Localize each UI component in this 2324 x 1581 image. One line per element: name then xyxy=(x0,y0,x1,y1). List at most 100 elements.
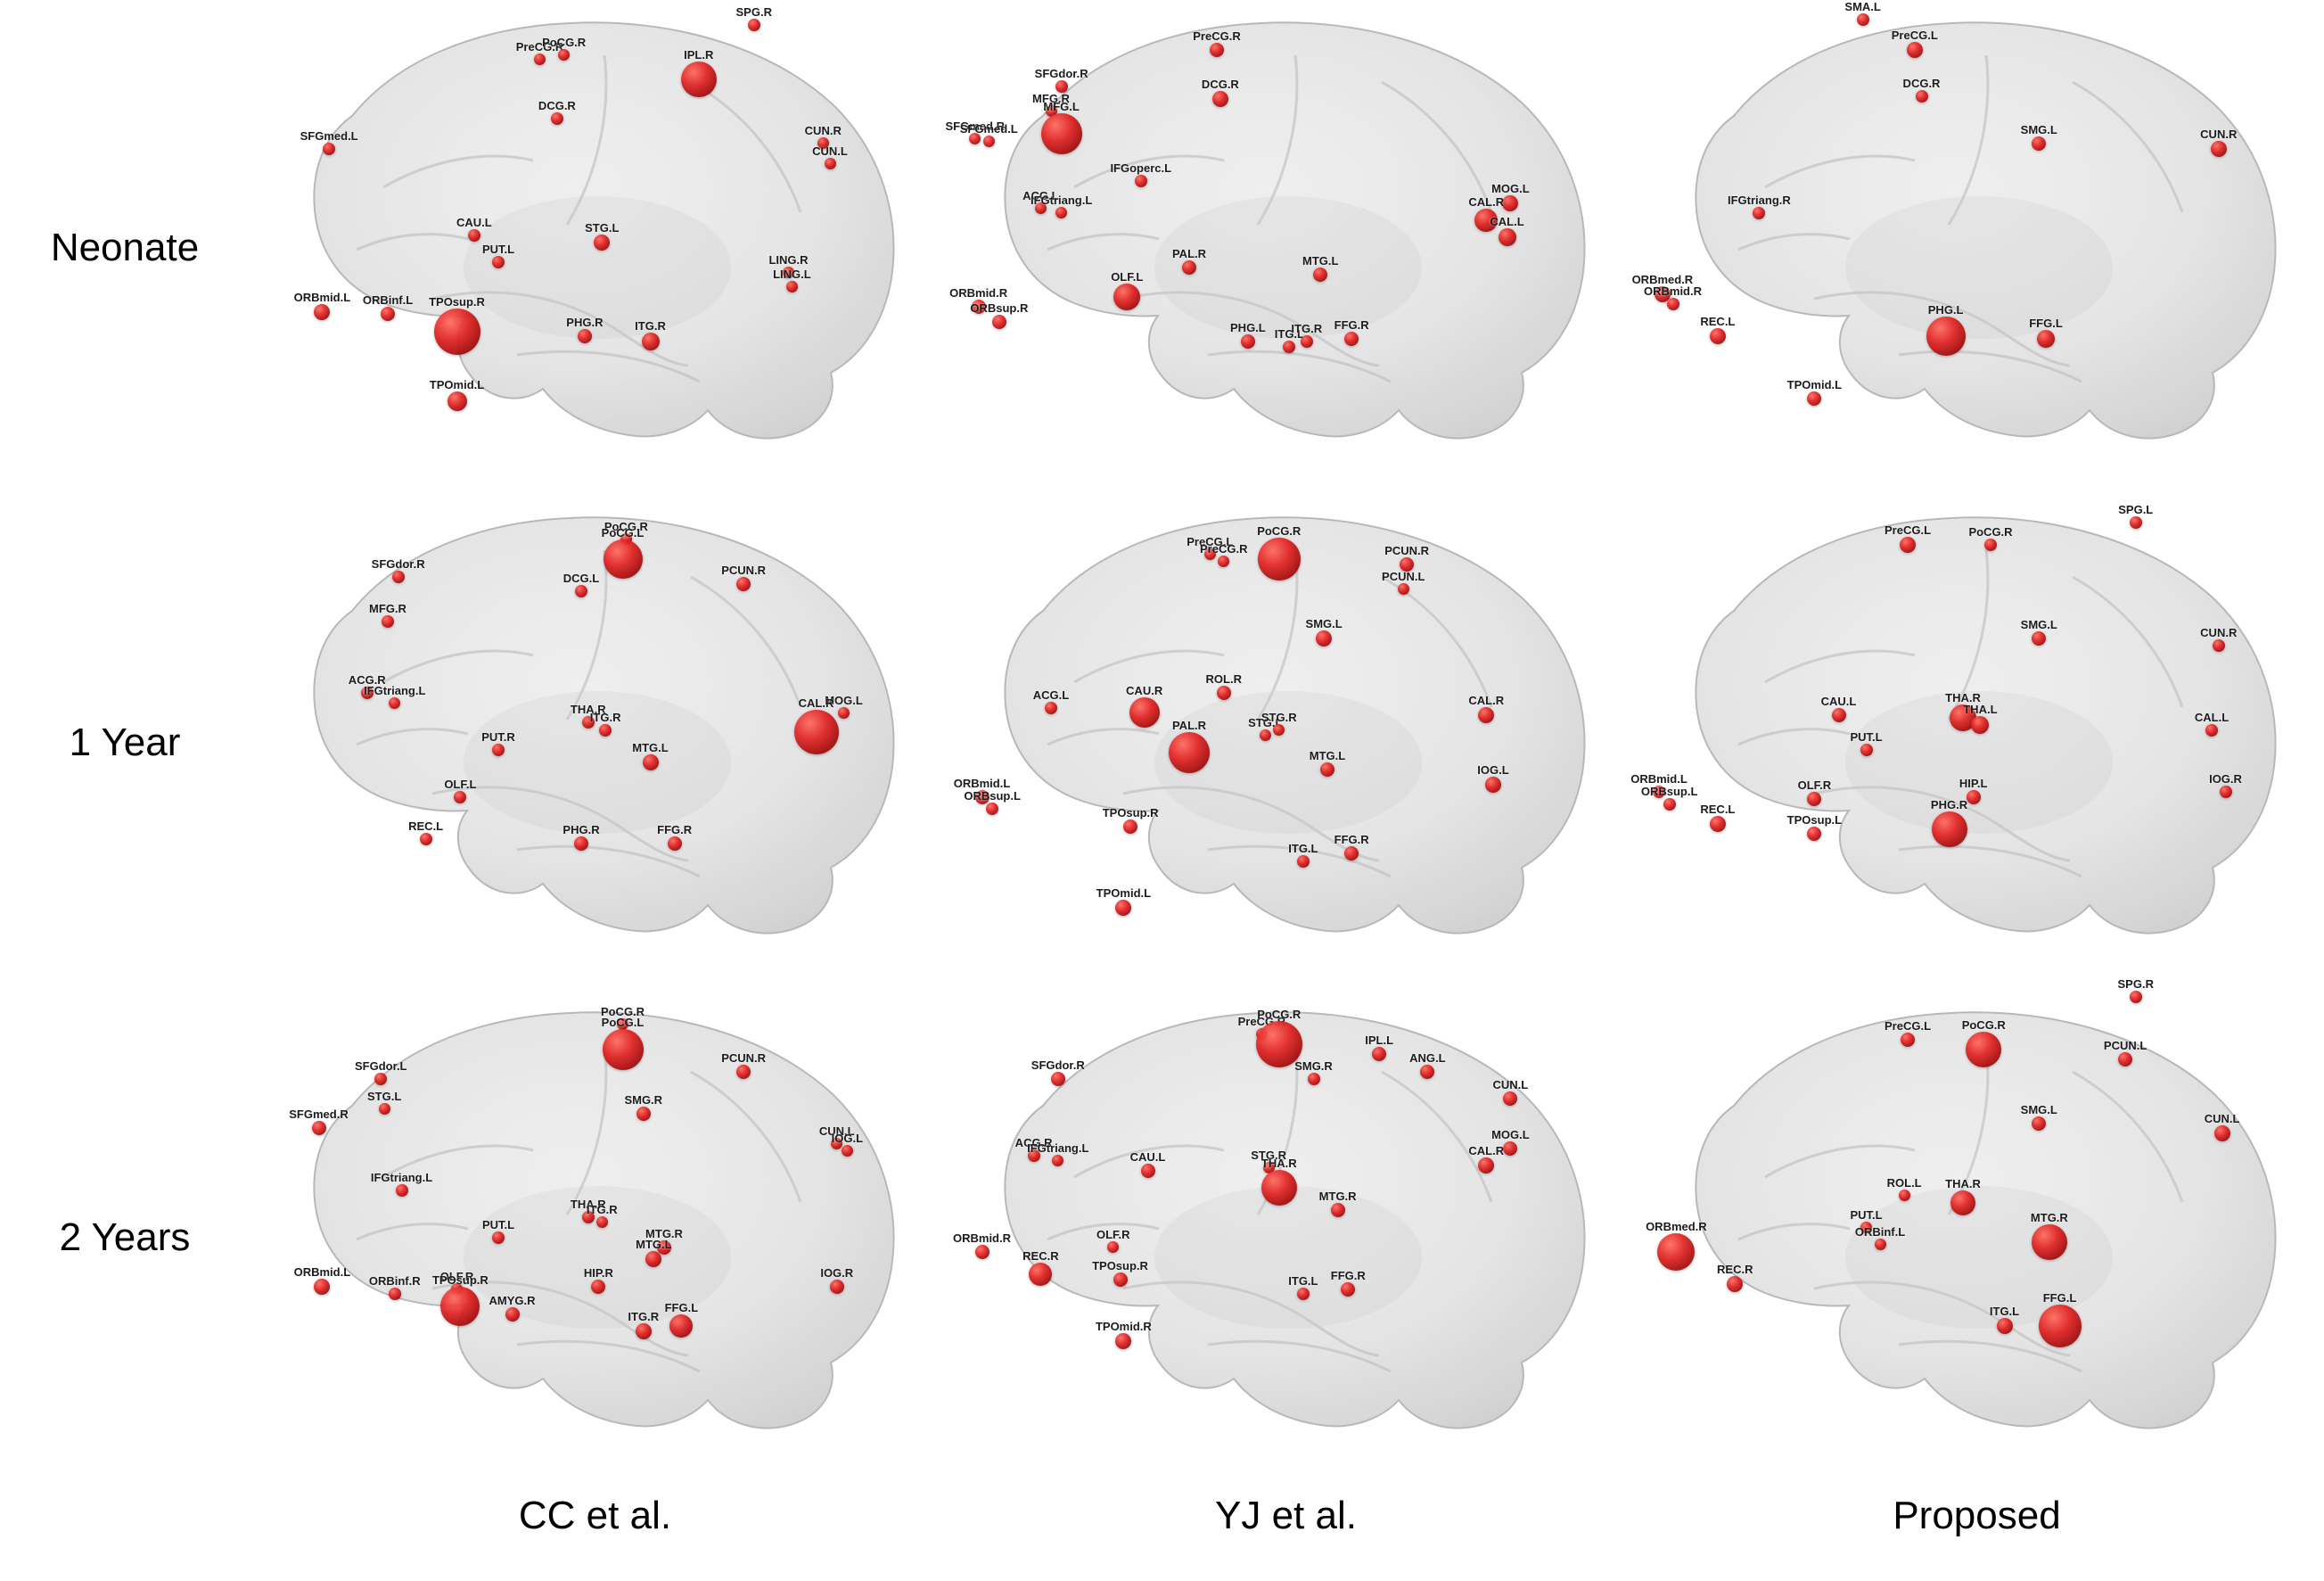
node-sphere xyxy=(1860,1221,1872,1233)
column-caption-cc: CC et al. xyxy=(518,1494,672,1537)
node-sphere xyxy=(1313,268,1328,283)
node-sphere xyxy=(1115,900,1132,917)
node-label: PreCG.L xyxy=(1187,535,1234,549)
node-sphere xyxy=(2213,1124,2230,1141)
node-sphere xyxy=(1860,743,1873,756)
node-sphere xyxy=(2205,723,2218,737)
node-sphere xyxy=(1709,328,1726,345)
node-sphere xyxy=(314,1279,331,1295)
node-sphere xyxy=(595,1216,608,1229)
node-sphere xyxy=(1257,538,1301,581)
node-sphere xyxy=(817,137,829,150)
node-sphere xyxy=(1498,228,1516,247)
node-label: CAU.L xyxy=(1129,1149,1166,1164)
brain-surface xyxy=(1695,1011,2277,1429)
column-caption-yj: YJ et al. xyxy=(1215,1494,1357,1537)
node-sphere xyxy=(550,112,563,126)
node-label: FFG.R xyxy=(1334,318,1369,333)
node-sphere xyxy=(1129,697,1160,729)
node-sphere xyxy=(492,743,505,756)
brain-sulci xyxy=(356,54,802,383)
node-sphere xyxy=(467,228,480,242)
node-sphere xyxy=(1341,1281,1356,1297)
node-sphere xyxy=(1218,556,1230,568)
node-sphere xyxy=(2129,515,2142,529)
node-label: PreCG.R xyxy=(515,40,564,54)
node-label: CAL.R xyxy=(1468,693,1505,707)
node-label: AMYG.R xyxy=(489,1293,536,1307)
node-sphere xyxy=(1503,1140,1518,1156)
node-sphere xyxy=(1502,194,1519,211)
node-sphere xyxy=(391,570,405,583)
node-sphere xyxy=(1950,1190,1975,1215)
node-sphere xyxy=(1344,332,1359,347)
node-label: SMG.L xyxy=(1305,616,1343,630)
node-label: IOG.R xyxy=(820,1266,854,1280)
brain-surface xyxy=(313,516,895,935)
node-label: MOG.L xyxy=(1491,181,1530,195)
node-label: CUN.L xyxy=(1492,1078,1529,1092)
node-label: IOG.R xyxy=(2209,772,2242,786)
node-sphere xyxy=(1259,729,1271,741)
node-label: SMA.L xyxy=(1844,0,1881,14)
node-label: PUT.L xyxy=(1850,729,1883,744)
node-label: FFG.L xyxy=(664,1301,699,1315)
node-label: ITG.R xyxy=(586,1203,618,1217)
node-label: ORBsup.R xyxy=(970,301,1029,315)
node-sphere xyxy=(1420,1064,1435,1079)
node-sphere xyxy=(2129,991,2142,1004)
node-label: CAL.R xyxy=(1468,194,1505,209)
node-label: FFG.R xyxy=(657,823,693,837)
brain-sulci xyxy=(1047,54,1493,383)
node-label: IPL.R xyxy=(684,47,714,62)
node-label: IPL.L xyxy=(1365,1033,1394,1048)
node-label: STG.R xyxy=(1261,711,1297,725)
node-label: PUT.L xyxy=(481,243,515,257)
node-label: TPOmid.R xyxy=(1095,1320,1152,1334)
node-label: CUN.R xyxy=(2200,626,2238,640)
node-sphere xyxy=(2032,630,2047,646)
node-label: CAU.R xyxy=(1126,684,1163,698)
node-label: PoCG.R xyxy=(600,1005,645,1019)
node-sphere xyxy=(969,132,981,144)
node-sphere xyxy=(1657,1233,1696,1272)
node-label: SMG.R xyxy=(624,1092,663,1107)
node-label: DCG.L xyxy=(563,572,600,586)
node-sphere xyxy=(642,753,659,770)
node-sphere xyxy=(534,54,546,66)
node-sphere xyxy=(1283,340,1296,353)
node-sphere xyxy=(323,142,336,155)
node-label: ACG.L xyxy=(1032,688,1070,702)
node-sphere xyxy=(657,1239,671,1255)
brain-surface xyxy=(1695,516,2277,935)
brain-inner-shading xyxy=(1154,196,1422,339)
node-label: HIP.L xyxy=(1959,776,1988,790)
node-label: PHG.L xyxy=(1927,303,1964,317)
node-sphere xyxy=(635,1322,652,1339)
node-sphere xyxy=(1474,208,1499,232)
node-sphere xyxy=(841,1144,853,1157)
node-sphere xyxy=(2038,1305,2082,1348)
node-sphere xyxy=(1807,391,1822,406)
node-sphere xyxy=(991,314,1006,329)
node-sphere xyxy=(1397,582,1409,595)
node-sphere xyxy=(447,391,467,411)
node-label: PAL.R xyxy=(1171,246,1207,260)
node-label: SMG.R xyxy=(1294,1058,1333,1073)
brain-inner-shading xyxy=(1845,691,2113,834)
node-label: PCUN.L xyxy=(2103,1038,2147,1052)
node-sphere xyxy=(1134,174,1147,187)
node-label: ACG.R xyxy=(348,673,386,687)
node-label: PHG.L xyxy=(1230,320,1266,334)
node-label: SMG.L xyxy=(2020,1102,2057,1116)
row-label-neonate: Neonate xyxy=(50,225,200,269)
node-label: ORBmid.L xyxy=(293,1265,351,1279)
node-label: ORBmid.R xyxy=(1644,284,1702,299)
node-label: HIP.R xyxy=(583,1266,613,1280)
node-label: IFGtriang.L xyxy=(1030,194,1093,208)
node-label: ITG.R xyxy=(589,710,621,724)
